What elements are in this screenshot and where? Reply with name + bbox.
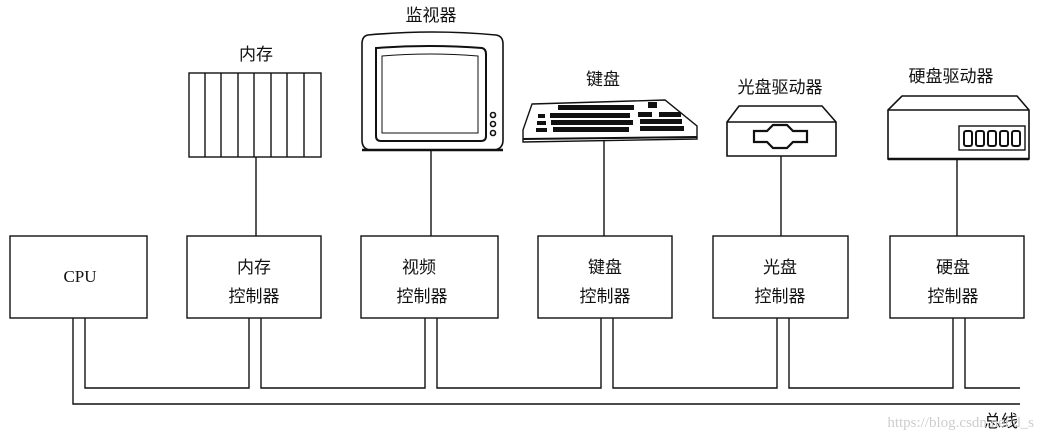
cpu-label: CPU (63, 267, 96, 286)
hdd-device-label: 硬盘驱动器 (909, 67, 994, 87)
memory-controller-label-line1: 内存 (237, 258, 271, 278)
monitor-device-label: 监视器 (406, 6, 457, 26)
cdrom-controller-label-line2: 控制器 (755, 287, 806, 307)
memory-device-label: 内存 (239, 45, 273, 65)
keyboard-controller-box (537, 235, 673, 319)
cdrom-controller-box (712, 235, 849, 319)
memory-device-icon (188, 72, 322, 158)
bus-lines (72, 318, 1020, 405)
watermark-text: https://blog.csdn.net/d_s (887, 415, 1034, 431)
monitor-icon (361, 31, 504, 152)
keyboard-controller-label-line1: 键盘 (588, 258, 622, 278)
video-controller-box (360, 235, 499, 319)
cdrom-controller-label-line1: 光盘 (763, 258, 797, 278)
keyboard-controller-label-line2: 控制器 (580, 287, 631, 307)
device-connectors (255, 140, 958, 236)
bus-label: 总线 (984, 412, 1018, 432)
keyboard-device-label: 键盘 (586, 70, 620, 90)
hdd-icon (887, 95, 1030, 161)
cdrom-device-label: 光盘驱动器 (738, 78, 823, 98)
hdd-controller-box (889, 235, 1025, 319)
hdd-controller-label-line2: 控制器 (928, 287, 979, 307)
video-controller-label-line1: 视频 (402, 258, 436, 278)
memory-controller-label-line2: 控制器 (229, 287, 280, 307)
video-controller-label-line2: 控制器 (397, 287, 448, 307)
hdd-controller-label-line1: 硬盘 (936, 258, 970, 278)
keyboard-icon (522, 99, 698, 143)
cdrom-drive-icon (726, 105, 837, 157)
memory-controller-box (186, 235, 322, 319)
cpu-box (9, 235, 148, 319)
